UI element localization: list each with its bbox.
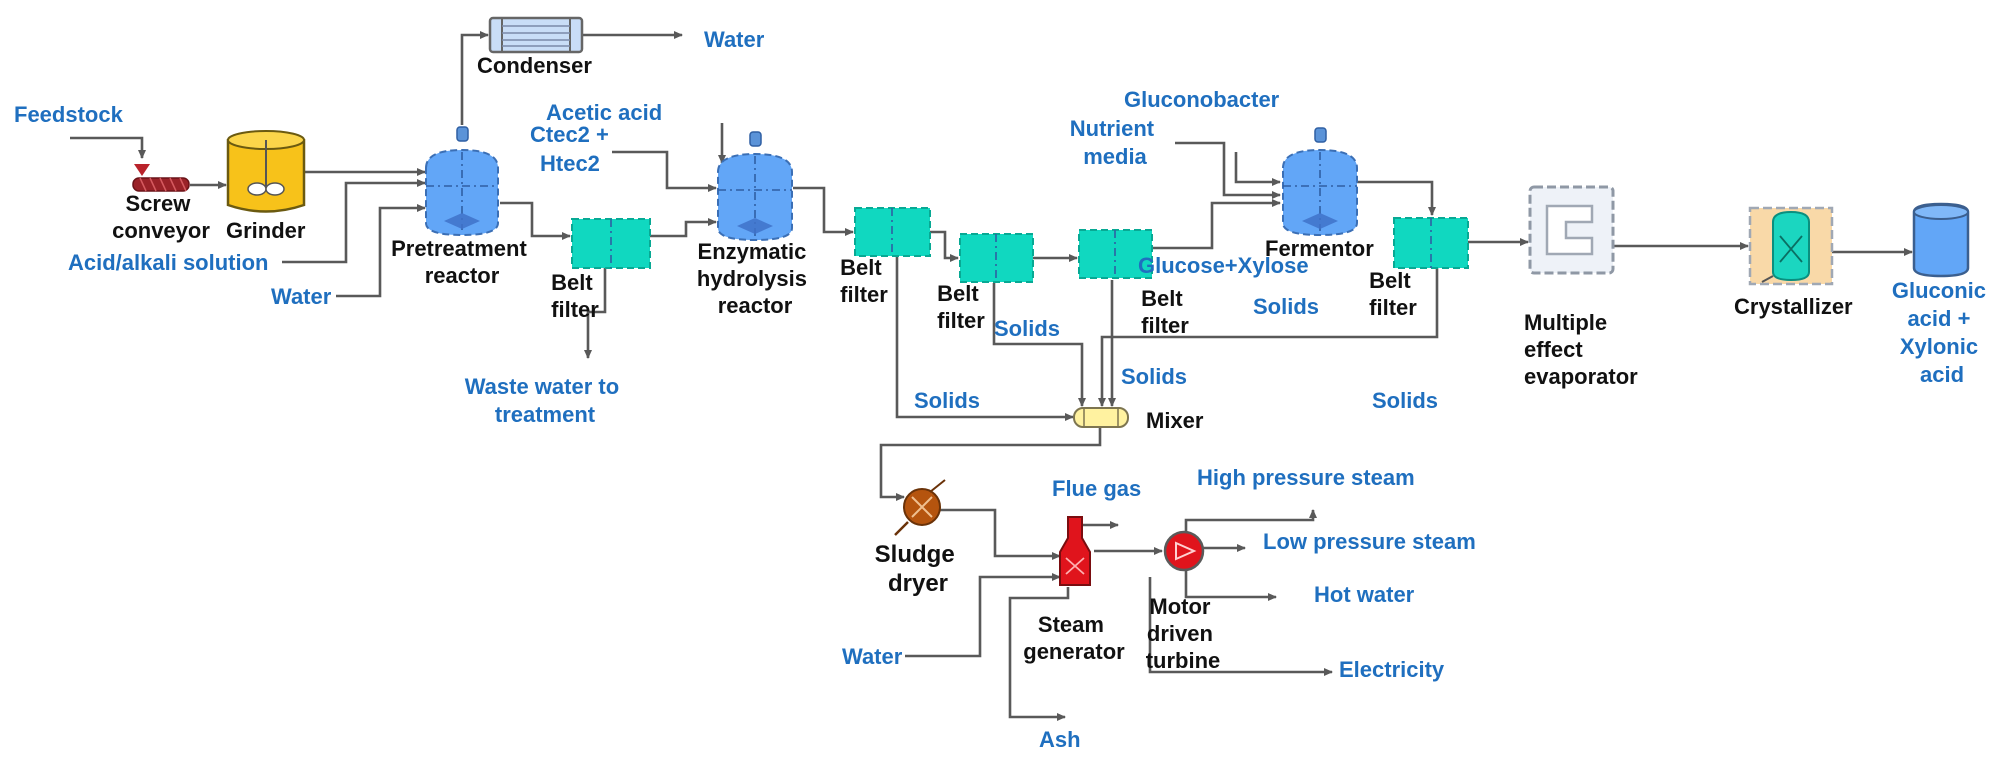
- product-label: Gluconic acid + Xylonic acid: [1892, 278, 1992, 387]
- steam-generator-label: Steam generator: [1023, 612, 1125, 664]
- solids-label: Solids: [994, 316, 1060, 341]
- mixer-icon: [1073, 407, 1129, 428]
- solids-label: Solids: [914, 388, 980, 413]
- condenser-label: Condenser: [477, 53, 592, 78]
- enzyme-label: Ctec2 + Htec2: [530, 122, 615, 176]
- condenser-icon: [488, 16, 584, 54]
- belt-filter-label: Belt filter: [1141, 286, 1189, 338]
- sludge-dryer-icon: [894, 479, 946, 536]
- gluconobacter-label: Gluconobacter: [1124, 87, 1280, 112]
- mixer-label: Mixer: [1146, 408, 1204, 433]
- multiple-effect-evaporator-icon: [1528, 185, 1615, 275]
- enzymatic-reactor-icon: [717, 131, 793, 242]
- storage-tank-icon: [1912, 202, 1970, 278]
- water-input-label: Water: [271, 284, 332, 309]
- flue-gas-label: Flue gas: [1052, 476, 1141, 501]
- solids-label: Solids: [1121, 364, 1187, 389]
- belt-filter-icon: [1078, 229, 1153, 279]
- feedstock-label: Feedstock: [14, 102, 124, 127]
- belt-filter-icon: [959, 233, 1034, 283]
- belt-filter-label: Belt filter: [937, 281, 985, 333]
- glucose-xylose-label: Glucose+Xylose: [1138, 253, 1309, 278]
- fermentor-icon: [1282, 127, 1358, 237]
- fermentor-label: Fermentor: [1265, 236, 1374, 261]
- ash-label: Ash: [1039, 727, 1081, 752]
- belt-filter-label: Belt filter: [551, 270, 599, 322]
- enzymatic-reactor-label: Enzymatic hydrolysis reactor: [697, 239, 813, 318]
- electricity-label: Electricity: [1339, 657, 1445, 682]
- nutrient-media-label: Nutrient media: [1070, 116, 1160, 169]
- screw-conveyor-label: Screw conveyor: [112, 191, 210, 243]
- acetic-acid-label: Acetic acid: [546, 100, 662, 125]
- belt-filter-label: Belt filter: [1369, 268, 1417, 320]
- steam-generator-icon: [1059, 516, 1091, 586]
- water-output-label: Water: [704, 27, 765, 52]
- belt-filter-icon: [1393, 217, 1469, 269]
- belt-filter-icon: [571, 218, 651, 269]
- hot-water-label: Hot water: [1314, 582, 1415, 607]
- lp-steam-label: Low pressure steam: [1263, 529, 1476, 554]
- grinder-icon: [226, 130, 306, 213]
- waste-water-label: Waste water to treatment: [465, 374, 626, 427]
- acid-alkali-label: Acid/alkali solution: [68, 250, 268, 275]
- water-steam-label: Water: [842, 644, 903, 669]
- crystallizer-icon: [1748, 206, 1834, 286]
- pretreatment-reactor-icon: [425, 126, 499, 237]
- solids-label: Solids: [1253, 294, 1319, 319]
- evaporator-label: Multiple effect evaporator: [1524, 310, 1638, 389]
- crystallizer-label: Crystallizer: [1734, 294, 1853, 319]
- hp-steam-label: High pressure steam: [1197, 465, 1415, 490]
- solids-label: Solids: [1372, 388, 1438, 413]
- turbine-label: Motor driven turbine: [1146, 594, 1221, 673]
- turbine-icon: [1163, 530, 1205, 572]
- belt-filter-icon: [854, 207, 931, 257]
- belt-filter-label: Belt filter: [840, 255, 888, 307]
- sludge-dryer-label: Sludge dryer: [875, 541, 962, 597]
- screw-conveyor-icon: [132, 164, 190, 192]
- pretreatment-reactor-label: Pretreatment reactor: [391, 236, 533, 288]
- grinder-label: Grinder: [226, 218, 306, 243]
- stream-lines: [70, 31, 1913, 721]
